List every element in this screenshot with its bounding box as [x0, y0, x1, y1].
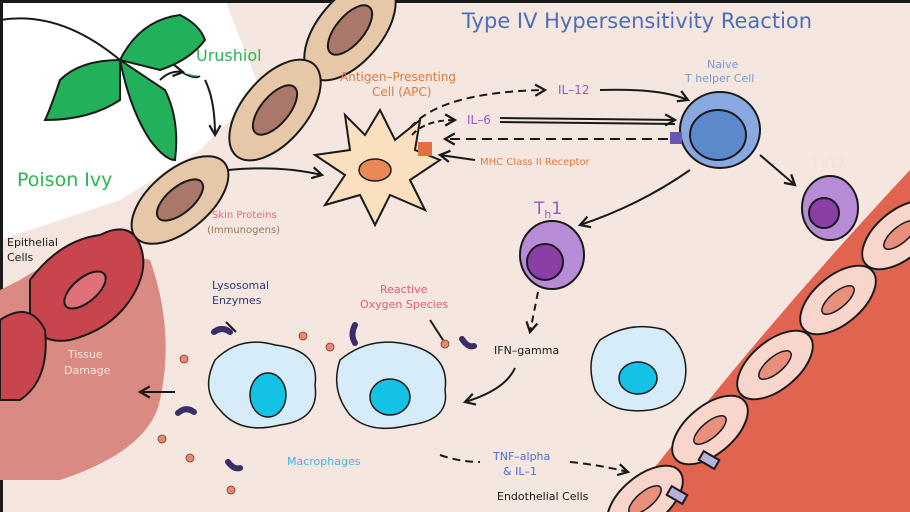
ifn-gamma-label: IFN–gamma: [494, 344, 559, 357]
arrow-apc-to-il12: [409, 83, 548, 129]
damaged-epithelial-cells: [0, 228, 145, 401]
arrows: [137, 64, 797, 477]
lysosomal-label-line2: Enzymes: [212, 294, 262, 307]
arrow-ifn-to-macrophage: [462, 367, 516, 406]
arrow-macrophage-to-tnf: [439, 454, 481, 463]
tissue-damage-label-line1: Tissue: [67, 348, 103, 361]
arrow-apc-to-il6: [411, 113, 458, 136]
apc-label-line2: Cell (APC): [372, 85, 431, 99]
poison-ivy-plant: [0, 13, 207, 162]
urushiol-label: Urushiol: [196, 46, 262, 65]
skin-cells: [130, 0, 397, 245]
epithelial-label-line1: Epithelial: [7, 236, 58, 249]
antigen-presenting-cell: [312, 107, 443, 228]
ivy-leaf: [118, 57, 178, 162]
ivy-leaf: [118, 13, 207, 72]
il12-label: IL–12: [558, 83, 590, 97]
ros-label-line1: Reactive: [380, 283, 428, 296]
th17-label-faded: Th17: [811, 157, 845, 172]
macrophage: [335, 341, 447, 430]
th1-label-t: T: [533, 199, 545, 219]
ros-pointer: [429, 319, 444, 341]
endothelial-cells: [606, 199, 910, 512]
diagram-title: Type IV Hypersensitivity Reaction: [461, 9, 812, 33]
adhesion-receptor: [665, 484, 689, 506]
lysosomal-label-line1: Lysosomal: [212, 279, 269, 292]
apc-nucleus: [358, 158, 392, 182]
endothelial-cell: [606, 464, 684, 512]
tnf-label-line2: & IL–1: [503, 465, 537, 478]
naive-label-line1: Naive: [707, 58, 739, 71]
arrow-urushiol-to-skin: [204, 79, 222, 138]
endothelial-label: Endothelial Cells: [497, 490, 589, 503]
tissue-damage-label-line2: Damage: [64, 364, 111, 377]
immunogens-label: (Immunogens): [207, 225, 280, 236]
th1-cell: [519, 220, 585, 290]
arrow-mhc-label: [437, 149, 476, 163]
macrophages: [207, 325, 687, 430]
naive-label-line2: T helper Cell: [684, 72, 754, 85]
lysosomal-enzyme-particles: [175, 322, 477, 472]
mhc-label: MHC Class II Receptor: [480, 157, 591, 168]
macrophage: [207, 341, 317, 429]
apc-label-line1: Antigen–Presenting: [340, 70, 456, 84]
arrow-il6-double-line: [499, 121, 676, 125]
mhc-receptor: [418, 142, 432, 156]
arrow-th1-to-ifn: [525, 291, 539, 335]
th1-label-sub: h: [544, 208, 551, 221]
ivy-leaf: [43, 58, 121, 122]
th1-label: Th1: [533, 199, 562, 221]
endothelial-cell: [736, 329, 814, 401]
lysosomal-pointer: [225, 321, 237, 333]
reactive-oxygen-particles: [157, 331, 450, 495]
arrow-leaf-to-urushiol: [159, 64, 186, 81]
ros-label-line2: Oxygen Species: [360, 298, 449, 311]
endothelial-cell: [671, 394, 749, 466]
poison-ivy-label: Poison Ivy: [17, 169, 112, 191]
th17-cell: [801, 175, 859, 241]
endothelial-cell: [799, 264, 877, 336]
tnf-label-line1: TNF–alpha: [492, 450, 550, 463]
arrow-tcell-to-th1: [577, 169, 691, 229]
skin-cell: [130, 155, 230, 245]
arrow-tnf-to-endothelium: [569, 461, 631, 477]
naive-t-helper-cell: [670, 91, 761, 169]
top-border: [0, 0, 910, 3]
arrow-skin-to-apc: [227, 166, 325, 180]
macrophages-label: Macrophages: [287, 455, 361, 468]
skin-cell: [228, 58, 322, 162]
left-border: [0, 0, 3, 512]
tcr-receptor: [670, 132, 682, 144]
damaged-cell-nucleus: [63, 270, 107, 310]
endothelial-cell: [861, 199, 910, 271]
arrow-il6-to-t-cell: [499, 113, 678, 127]
damaged-cell: [0, 311, 47, 401]
th1-label-num: 1: [551, 199, 562, 219]
skin-proteins-label: Skin Proteins: [212, 210, 277, 221]
il6-label: IL–6: [467, 113, 491, 127]
arrow-il12-to-t-cell: [599, 88, 691, 103]
adhesion-receptor: [697, 449, 721, 471]
macrophage: [590, 325, 687, 412]
ivy-stem: [0, 17, 121, 61]
epithelial-label-line2: Cells: [7, 251, 34, 264]
arrow-tcell-to-th17: [759, 154, 797, 187]
